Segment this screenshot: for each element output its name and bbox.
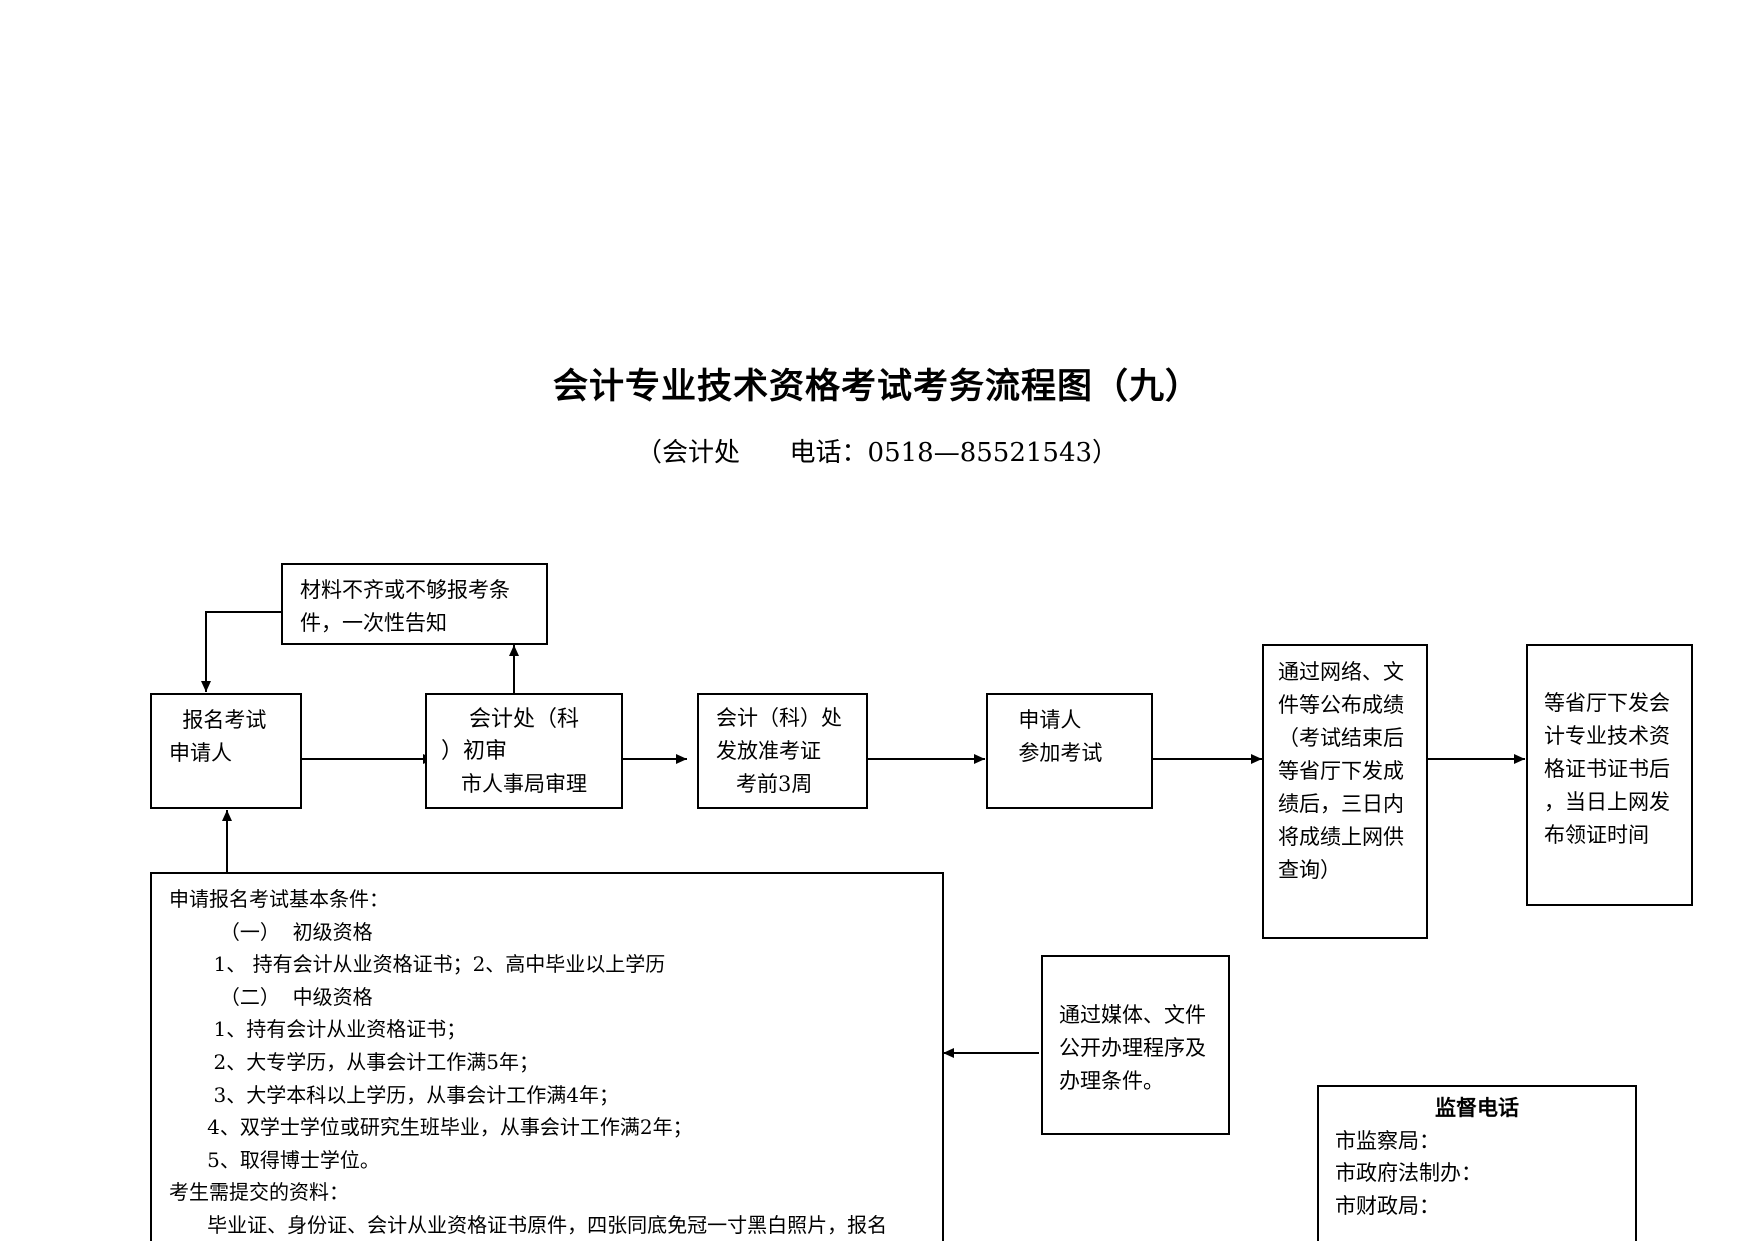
exam-line: 参加考试 bbox=[1005, 741, 1103, 765]
applicant-line: 报名考试 bbox=[169, 708, 267, 732]
conditions-line: 3、大学本科以上学历，从事会计工作满4年； bbox=[169, 1082, 619, 1107]
notice-box: 材料不齐或不够报考条 件，一次性告知 bbox=[281, 563, 548, 645]
conditions-line: 4、双学士学位或研究生班毕业，从事会计工作满2年； bbox=[169, 1115, 693, 1140]
applicant-box: 报名考试 申请人 bbox=[150, 693, 302, 809]
notice-line: 件，一次性告知 bbox=[300, 611, 447, 635]
results-line: 绩后，三日内 bbox=[1278, 792, 1404, 816]
results-box: 通过网络、文 件等公布成绩 （考试结束后 等省厅下发成 绩后，三日内 将成绩上网… bbox=[1262, 644, 1428, 939]
results-line: （考试结束后 bbox=[1278, 726, 1404, 750]
results-line: 等省厅下发成 bbox=[1278, 759, 1404, 783]
issue-box: 会计（科）处 发放准考证 考前3周 bbox=[697, 693, 868, 809]
issue-line: 考前3周 bbox=[716, 772, 813, 796]
media-line: 办理条件。 bbox=[1059, 1069, 1164, 1093]
notice-line: 材料不齐或不够报考条 bbox=[300, 578, 510, 602]
arrow-notice-to-applicant bbox=[201, 611, 281, 692]
page-title: 会计专业技术资格考试考务流程图（九） bbox=[552, 367, 1201, 407]
review-line: 会计处（科 bbox=[441, 707, 579, 732]
results-line: 通过网络、文 bbox=[1278, 660, 1404, 684]
results-line: 查询） bbox=[1278, 858, 1341, 882]
media-line: 通过媒体、文件 bbox=[1059, 1003, 1206, 1027]
issue-line: 发放准考证 bbox=[716, 739, 821, 763]
certificate-line: ，当日上网发 bbox=[1544, 790, 1670, 814]
review-line: 市人事局审理 bbox=[441, 772, 588, 796]
supervision-item: 市监察局： bbox=[1335, 1128, 1440, 1153]
issue-line: 会计（科）处 bbox=[716, 706, 842, 730]
certificate-box: 等省厅下发会 计专业技术资 格证书证书后 ，当日上网发 布领证时间 bbox=[1526, 644, 1693, 906]
results-line: 将成绩上网供 bbox=[1278, 825, 1404, 849]
conditions-box: 申请报名考试基本条件： （一） 初级资格 1、 持有会计从业资格证书；2、高中毕… bbox=[150, 872, 944, 1241]
supervision-title: 监督电话 bbox=[1435, 1096, 1519, 1120]
exam-line: 申请人 bbox=[1005, 708, 1082, 732]
conditions-line: 申请报名考试基本条件： bbox=[169, 887, 389, 911]
conditions-line: 考生需提交的资料： bbox=[169, 1180, 349, 1205]
conditions-line: 5、取得博士学位。 bbox=[169, 1147, 380, 1172]
results-line: 件等公布成绩 bbox=[1278, 693, 1404, 717]
certificate-line: 计专业技术资 bbox=[1544, 724, 1670, 748]
conditions-line: 毕业证、身份证、会计从业资格证书原件，四张同底免冠一寸黑白照片，报名 bbox=[169, 1212, 888, 1237]
conditions-line: （一） 初级资格 bbox=[169, 919, 373, 944]
review-box: 会计处（科 ）初审 市人事局审理 bbox=[425, 693, 623, 809]
conditions-line: （二） 中级资格 bbox=[169, 984, 373, 1009]
certificate-line: 布领证时间 bbox=[1544, 823, 1649, 847]
supervision-box: 监督电话 市监察局： 市政府法制办： 市财政局： bbox=[1317, 1085, 1637, 1241]
page-subtitle: （会计处 电话：0518—85521543） bbox=[635, 438, 1119, 468]
review-line: ）初审 bbox=[441, 739, 508, 764]
exam-box: 申请人 参加考试 bbox=[986, 693, 1153, 809]
applicant-line: 申请人 bbox=[169, 741, 232, 765]
certificate-line: 格证书证书后 bbox=[1544, 757, 1670, 781]
media-line: 公开办理程序及 bbox=[1059, 1036, 1206, 1060]
conditions-line: 1、持有会计从业资格证书； bbox=[169, 1017, 467, 1042]
certificate-line: 等省厅下发会 bbox=[1544, 691, 1670, 715]
conditions-line: 1、 持有会计从业资格证书；2、高中毕业以上学历 bbox=[169, 952, 666, 977]
media-box: 通过媒体、文件 公开办理程序及 办理条件。 bbox=[1041, 955, 1230, 1135]
supervision-item: 市政府法制办： bbox=[1335, 1161, 1482, 1185]
conditions-line: 2、大专学历，从事会计工作满5年； bbox=[169, 1049, 539, 1074]
supervision-item: 市财政局： bbox=[1335, 1193, 1440, 1218]
